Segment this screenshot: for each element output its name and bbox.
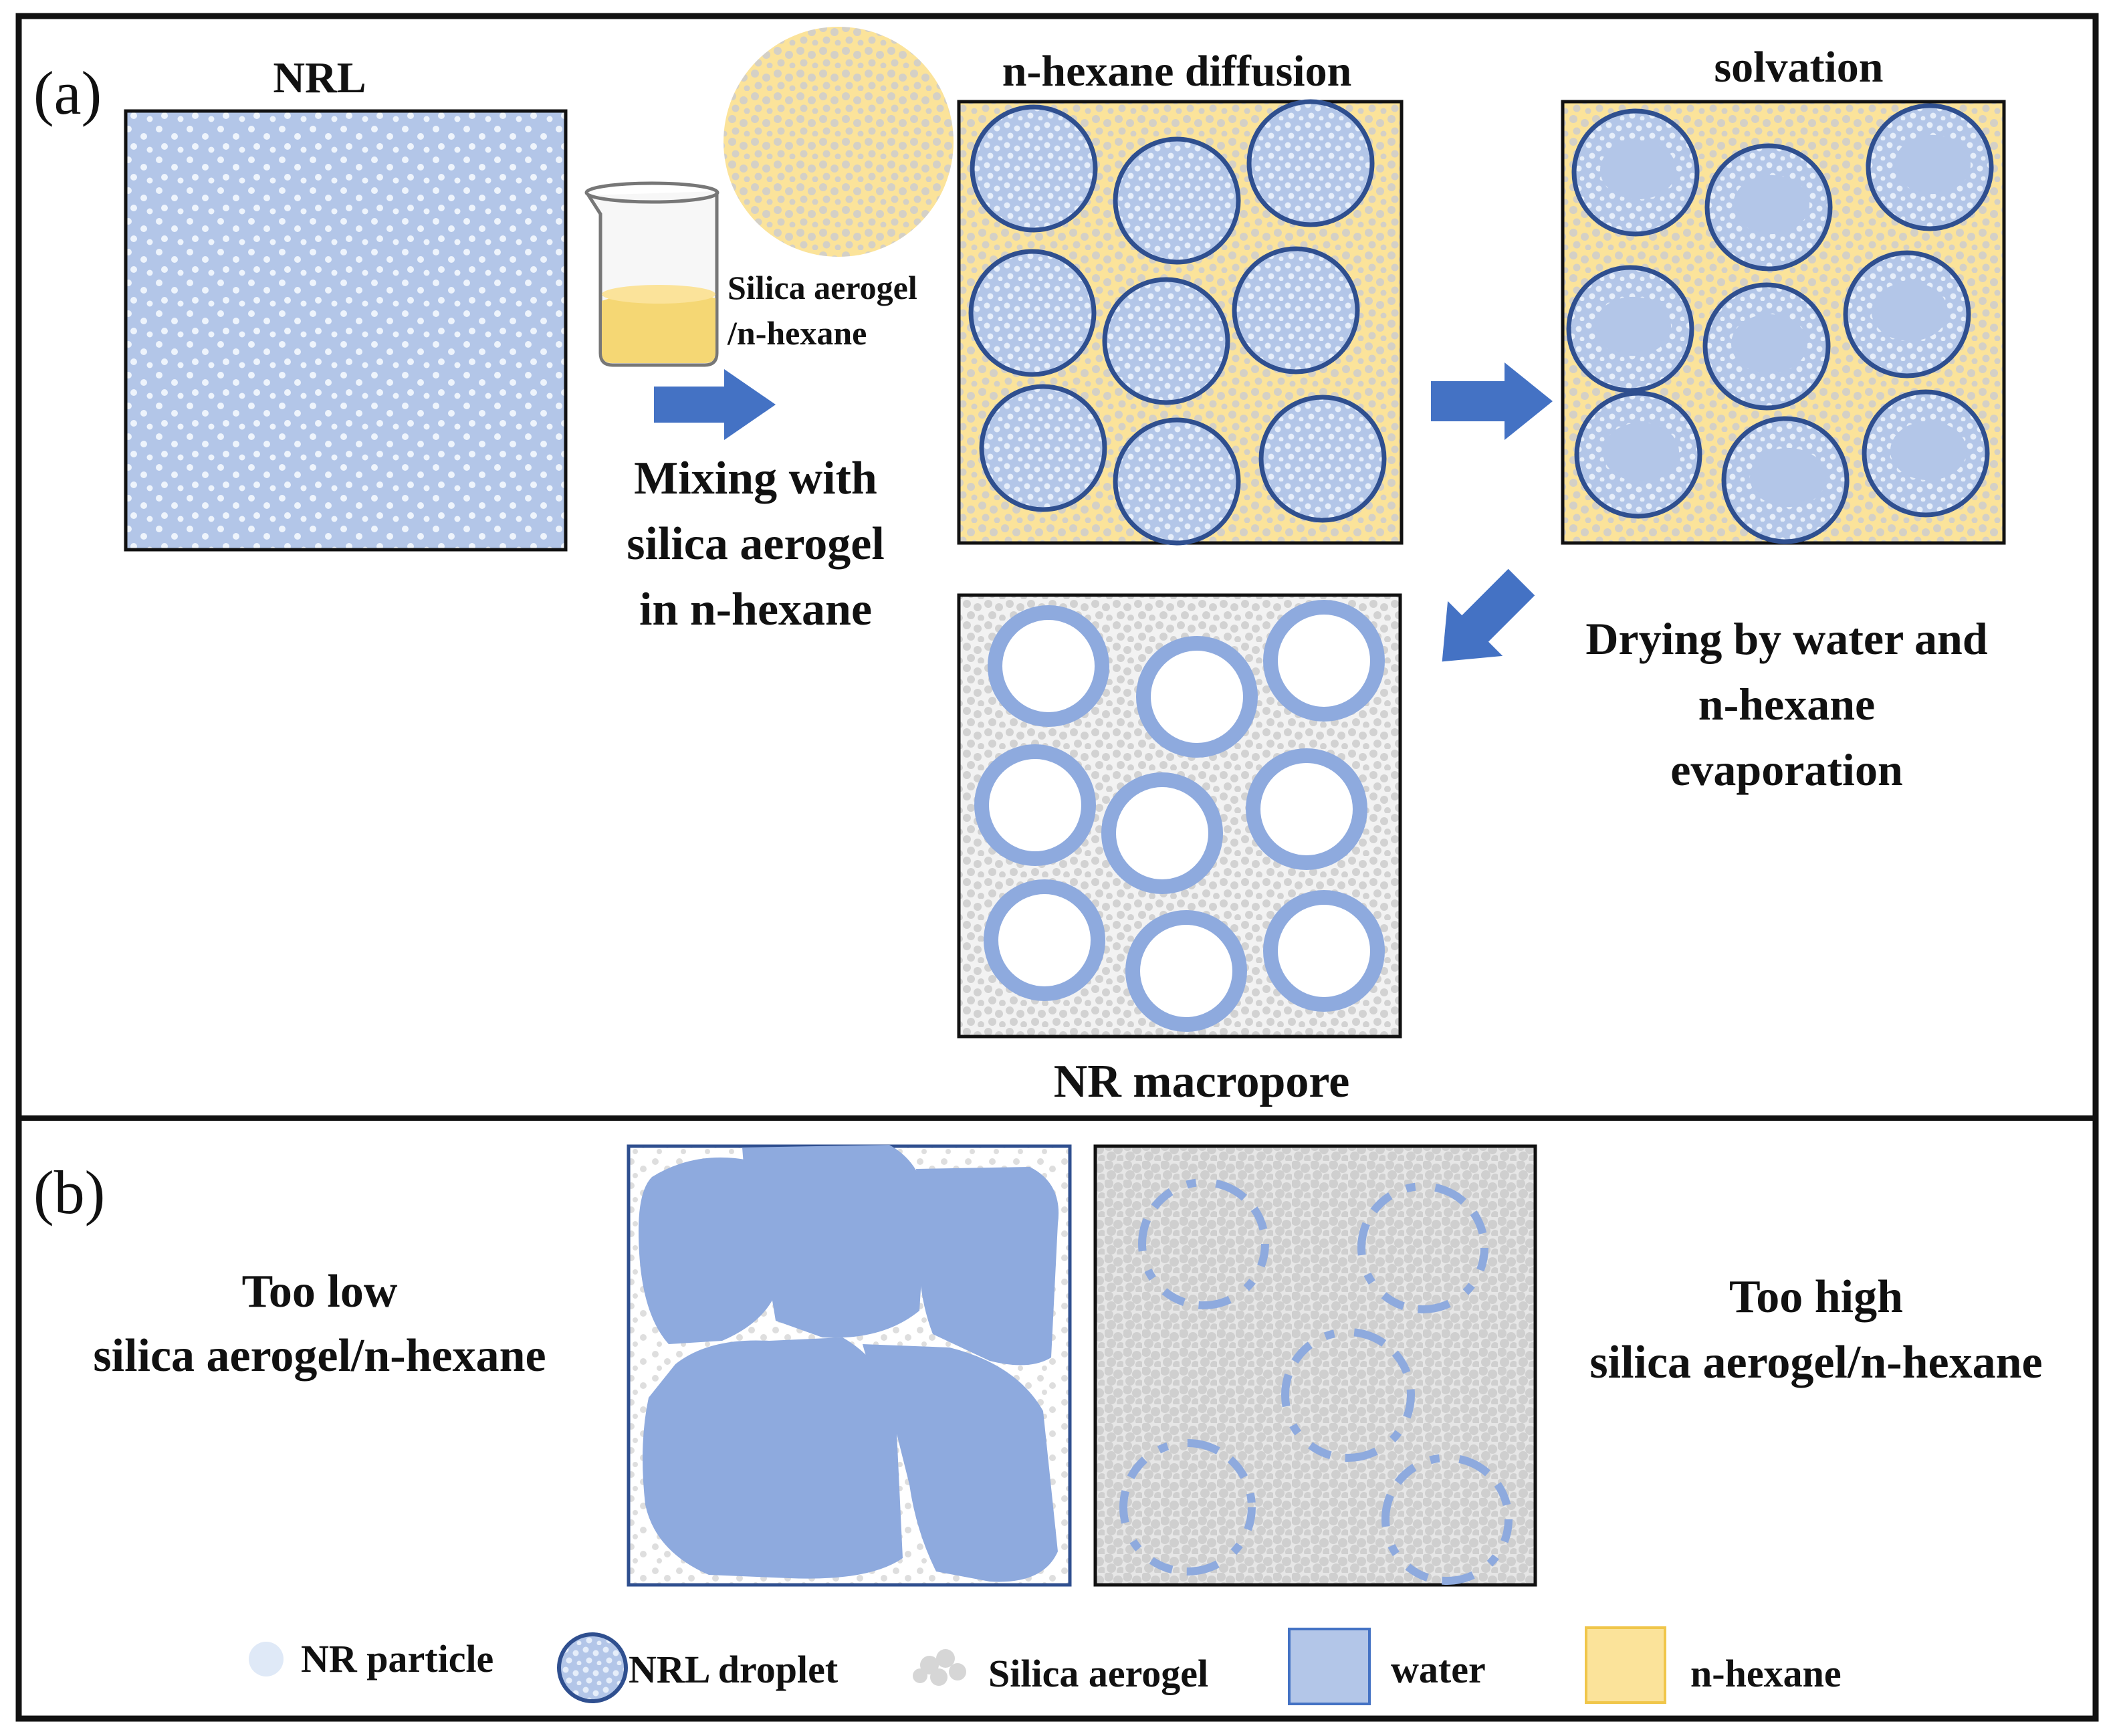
- too-low-line2: silica aerogel/n-hexane: [93, 1330, 546, 1382]
- solvated-droplet-7: [1574, 391, 1702, 519]
- too-high-box: [1093, 1144, 1537, 1587]
- macropore-ring-6: [1246, 748, 1367, 870]
- solvated-droplet-3: [1866, 103, 1994, 231]
- mixing-line2: silica aerogel: [627, 518, 885, 570]
- legend-nrl-droplet-icon: [557, 1632, 628, 1703]
- legend-water-label: water: [1391, 1648, 1486, 1691]
- panel-b-label: (b): [33, 1158, 105, 1226]
- drying-line1: Drying by water and: [1585, 613, 1988, 664]
- legend-nr-particle-icon: [249, 1642, 284, 1676]
- legend-nr-particle-label: NR particle: [301, 1637, 493, 1680]
- broken-ring-5: [1381, 1454, 1513, 1585]
- nrl-droplet-8: [1113, 417, 1241, 546]
- nrl-droplet-6: [1232, 246, 1360, 374]
- macropore-ring-9: [1263, 890, 1385, 1012]
- solvated-droplet-1: [1571, 108, 1700, 237]
- nrl-droplet-4: [968, 249, 1097, 377]
- broken-ring-2: [1357, 1182, 1488, 1313]
- mixing-line3: in n-hexane: [639, 584, 872, 635]
- macropore-ring-1: [988, 605, 1109, 727]
- diffusion-title: n-hexane diffusion: [1002, 47, 1352, 96]
- macropore-title: NR macropore: [1054, 1056, 1350, 1107]
- solvated-droplet-9: [1862, 389, 1990, 518]
- solvated-droplet-6: [1843, 250, 1971, 378]
- blob-top-left: [639, 1157, 779, 1344]
- drying-line2: n-hexane: [1698, 679, 1875, 730]
- solvated-droplet-2: [1704, 143, 1833, 272]
- nrl-droplet-1: [970, 104, 1098, 233]
- nrl-droplet-3: [1246, 99, 1375, 227]
- merged-nr-blobs: [639, 1145, 1059, 1582]
- legend-n-hexane-label: n-hexane: [1690, 1652, 1842, 1695]
- too-high-line2: silica aerogel/n-hexane: [1589, 1337, 2042, 1388]
- legend-water-icon: [1288, 1628, 1371, 1705]
- drying-text: Drying by water and n-hexane evaporation: [1585, 613, 1988, 795]
- diffusion-droplets: [968, 99, 1387, 546]
- broken-ring-1: [1138, 1178, 1269, 1309]
- silica-label-line2: /n-hexane: [727, 314, 867, 352]
- macropore-rings: [974, 600, 1385, 1032]
- solvation-droplets: [1566, 103, 1994, 544]
- arrow-drying: [1442, 568, 1535, 662]
- nrl-title: NRL: [273, 53, 366, 102]
- arrow-solvation: [1431, 362, 1553, 440]
- blob-top-mid: [742, 1145, 926, 1338]
- legend-silica-icon: [913, 1649, 966, 1686]
- nrl-droplet-5: [1102, 277, 1230, 405]
- legend-n-hexane-icon: [1585, 1626, 1666, 1704]
- blob-top-right: [916, 1167, 1059, 1366]
- solvated-droplet-4: [1566, 265, 1694, 393]
- beaker-icon: [584, 181, 719, 367]
- mixing-line1: Mixing with: [634, 453, 877, 504]
- macropore-ring-3: [1263, 600, 1385, 722]
- nrl-droplet-7: [979, 384, 1107, 512]
- nrl-droplet-9: [1258, 395, 1387, 523]
- blob-bottom-right: [863, 1344, 1058, 1582]
- solvated-droplet-5: [1702, 282, 1831, 411]
- broken-ring-3: [1281, 1328, 1415, 1462]
- macropore-ring-8: [1125, 910, 1247, 1032]
- panel-a-label: (a): [33, 59, 102, 127]
- macropore-ring-2: [1136, 636, 1258, 758]
- macropore-ring-4: [974, 744, 1096, 866]
- figure-frame: [15, 13, 2099, 1722]
- blob-bottom-left: [643, 1337, 903, 1579]
- legend-nrl-droplet-label: NRL droplet: [629, 1648, 839, 1691]
- broken-rings: [1119, 1178, 1513, 1585]
- nrl-box: [124, 109, 568, 552]
- silica-label-line1: Silica aerogel: [728, 269, 917, 306]
- solvation-title: solvation: [1714, 43, 1883, 92]
- too-high-line1: Too high: [1729, 1271, 1903, 1323]
- macropore-ring-7: [984, 879, 1105, 1001]
- legend-silica-label: Silica aerogel: [988, 1652, 1208, 1695]
- drying-line3: evaporation: [1670, 744, 1903, 795]
- legend: NR particle NRL droplet Silica aerogel w…: [249, 1626, 1842, 1705]
- silica-hexane-circle: [724, 27, 954, 257]
- arrow-mixing: [654, 369, 776, 440]
- mixing-text: Mixing with silica aerogel in n-hexane: [627, 453, 885, 635]
- macropore-ring-5: [1101, 772, 1223, 894]
- broken-ring-4: [1119, 1439, 1256, 1576]
- nrl-droplet-2: [1113, 136, 1241, 265]
- solvated-droplet-8: [1721, 416, 1850, 544]
- too-low-line1: Too low: [242, 1266, 398, 1317]
